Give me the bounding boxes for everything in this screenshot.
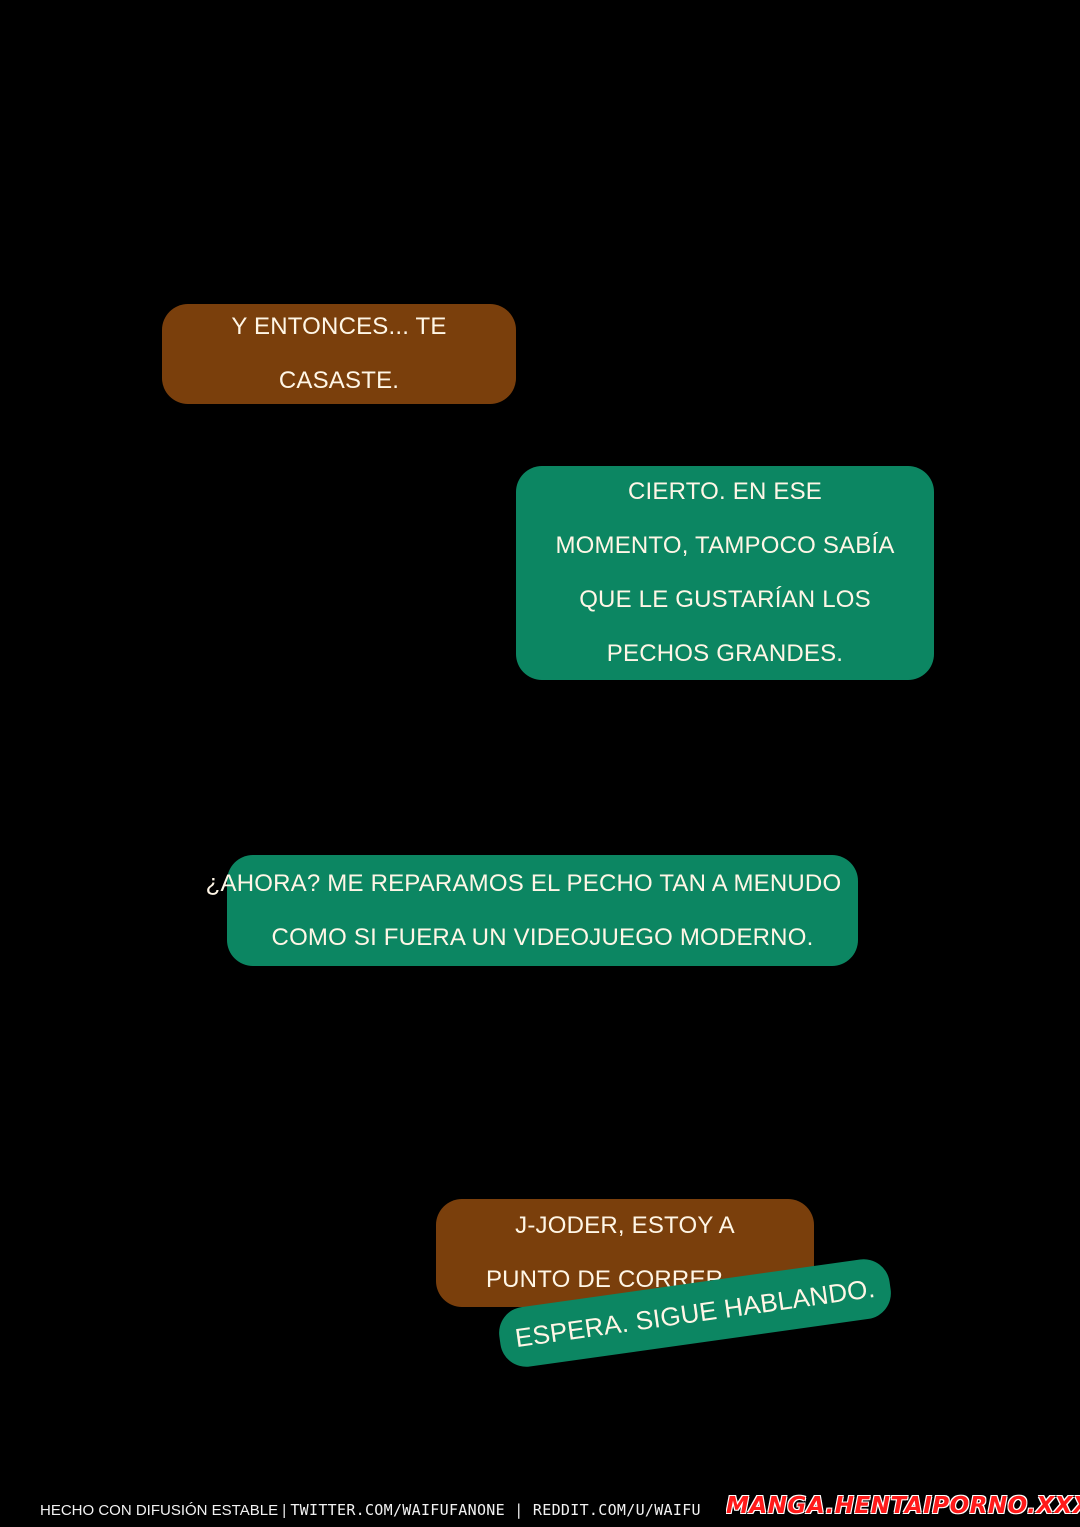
credit-links: TWITTER.COM/WAIFUFANONE | REDDIT.COM/U/W… bbox=[290, 1501, 701, 1519]
bubble-3-line-1: ¿AHORA? ME REPARAMOS EL PECHO TAN A MENU… bbox=[205, 869, 842, 897]
bubble-4-line-1: J-JODER, ESTOY A bbox=[515, 1212, 735, 1239]
speech-bubble-1: Y ENTONCES... TE CASASTE. bbox=[162, 304, 516, 404]
site-watermark: MANGA.HENTAIPORNO.XXX bbox=[726, 1493, 1080, 1519]
credit-text: HECHO CON DIFUSIÓN ESTABLE | bbox=[40, 1502, 287, 1519]
credits-footer: HECHO CON DIFUSIÓN ESTABLE | TWITTER.COM… bbox=[40, 1496, 730, 1524]
bubble-1-line-1: Y ENTONCES... TE bbox=[231, 313, 447, 340]
bubble-3-line-2: COMO SI FUERA UN VIDEOJUEGO MODERNO. bbox=[271, 923, 814, 951]
bubble-2-line-1: CIERTO. EN ESE bbox=[628, 478, 822, 505]
speech-bubble-4: J-JODER, ESTOY A PUNTO DE CORRER. bbox=[436, 1199, 814, 1307]
bubble-2-line-2: MOMENTO, TAMPOCO SABÍA bbox=[555, 532, 895, 559]
speech-bubble-2: CIERTO. EN ESE MOMENTO, TAMPOCO SABÍA QU… bbox=[516, 466, 934, 680]
bubble-2-line-3: QUE LE GUSTARÍAN LOS bbox=[579, 586, 871, 613]
bubble-2-line-4: PECHOS GRANDES. bbox=[606, 640, 844, 667]
speech-bubble-3: ¿AHORA? ME REPARAMOS EL PECHO TAN A MENU… bbox=[206, 855, 858, 966]
bubble-1-line-2: CASASTE. bbox=[278, 367, 400, 394]
